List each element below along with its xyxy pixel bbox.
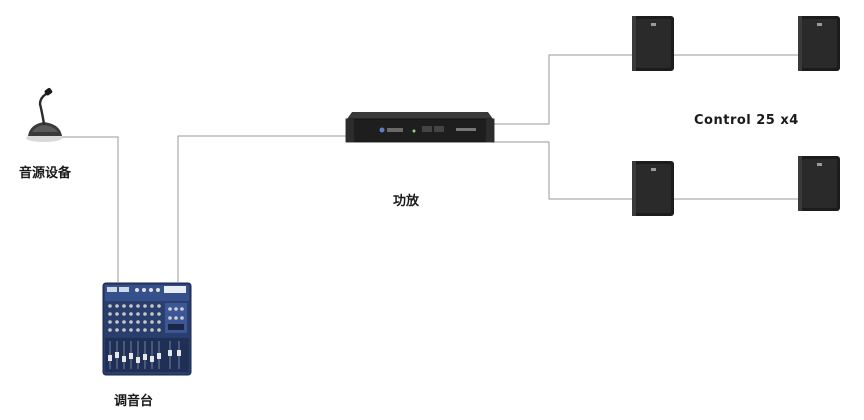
amplifier-label: 功放	[393, 194, 420, 209]
wire-amp-to-bottom-speakers	[492, 141, 632, 200]
wire-mixer-to-amp	[177, 135, 348, 282]
source-device-label: 音源设备	[19, 166, 72, 181]
wire-mic-to-mixer	[60, 136, 119, 282]
speaker-icon	[798, 16, 840, 71]
gooseneck-microphone-icon	[26, 88, 62, 142]
speaker-icon	[632, 16, 674, 71]
mixing-console-icon	[102, 282, 192, 376]
speaker-icon	[632, 161, 674, 216]
power-amplifier-icon	[345, 112, 495, 143]
mixer-label: 调音台	[114, 394, 154, 409]
speakers-label: Control 25 x4	[694, 113, 799, 128]
wire-amp-to-top-speakers	[492, 54, 632, 125]
connection-wires	[60, 54, 798, 282]
speaker-icon	[798, 156, 840, 211]
